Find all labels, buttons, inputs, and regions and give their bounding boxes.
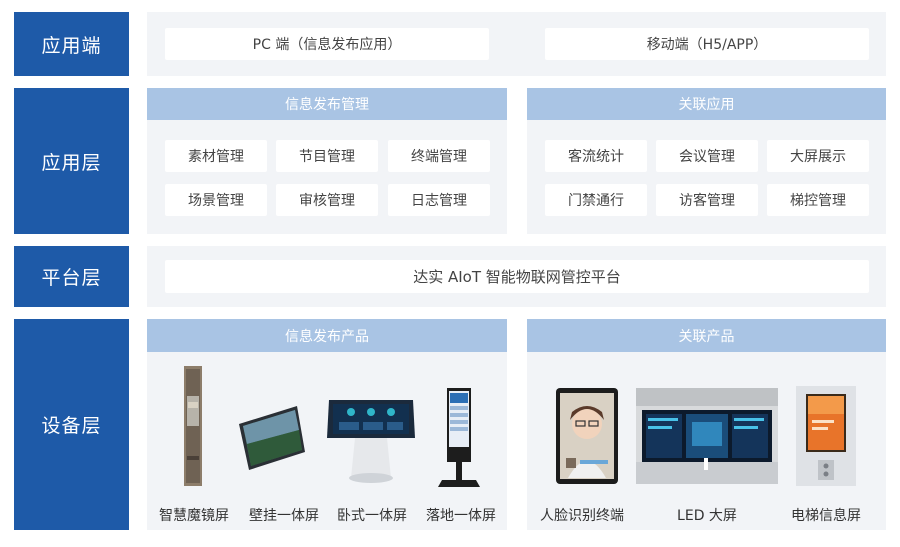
app-item-audit: 审核管理 <box>276 184 378 216</box>
app-item-elevator: 梯控管理 <box>767 184 869 216</box>
layer-label-app-layer: 应用层 <box>14 88 129 234</box>
product-caption-floor-standing: 落地一体屏 <box>426 508 496 524</box>
app-item-visitor: 访客管理 <box>656 184 758 216</box>
horizontal-kiosk-image <box>325 398 417 484</box>
app-item-log: 日志管理 <box>388 184 490 216</box>
platform-card: 达实 AIoT 智能物联网管控平台 <box>165 260 869 293</box>
app-item-meeting: 会议管理 <box>656 140 758 172</box>
info-publish-mgmt-header: 信息发布管理 <box>147 88 507 120</box>
related-products-header: 关联产品 <box>527 319 886 352</box>
led-big-screen-image <box>636 388 778 484</box>
smart-mirror-screen-image <box>183 366 203 486</box>
elevator-info-screen-image <box>796 386 856 486</box>
app-item-access-control: 门禁通行 <box>545 184 647 216</box>
app-item-big-screen: 大屏展示 <box>767 140 869 172</box>
layer-label-app-terminal: 应用端 <box>14 12 129 76</box>
wall-mounted-screen-image <box>237 404 307 472</box>
pc-terminal-card: PC 端（信息发布应用） <box>165 28 489 60</box>
product-caption-smart-mirror: 智慧魔镜屏 <box>159 508 229 524</box>
app-item-program: 节目管理 <box>276 140 378 172</box>
app-item-scene: 场景管理 <box>165 184 267 216</box>
app-item-traffic-stats: 客流统计 <box>545 140 647 172</box>
info-publish-products-header: 信息发布产品 <box>147 319 507 352</box>
product-caption-led: LED 大屏 <box>677 508 737 524</box>
app-item-terminal: 终端管理 <box>388 140 490 172</box>
layer-label-device: 设备层 <box>14 319 129 530</box>
face-recognition-terminal-image <box>556 388 618 484</box>
floor-standing-screen-image <box>436 388 482 488</box>
related-apps-header: 关联应用 <box>527 88 886 120</box>
app-item-material: 素材管理 <box>165 140 267 172</box>
mobile-terminal-card: 移动端（H5/APP） <box>545 28 869 60</box>
product-caption-wall-mounted: 壁挂一体屏 <box>249 508 319 524</box>
product-caption-face-terminal: 人脸识别终端 <box>540 508 624 524</box>
product-caption-horizontal: 卧式一体屏 <box>337 508 407 524</box>
layer-label-platform: 平台层 <box>14 246 129 307</box>
product-caption-elevator: 电梯信息屏 <box>791 508 861 524</box>
